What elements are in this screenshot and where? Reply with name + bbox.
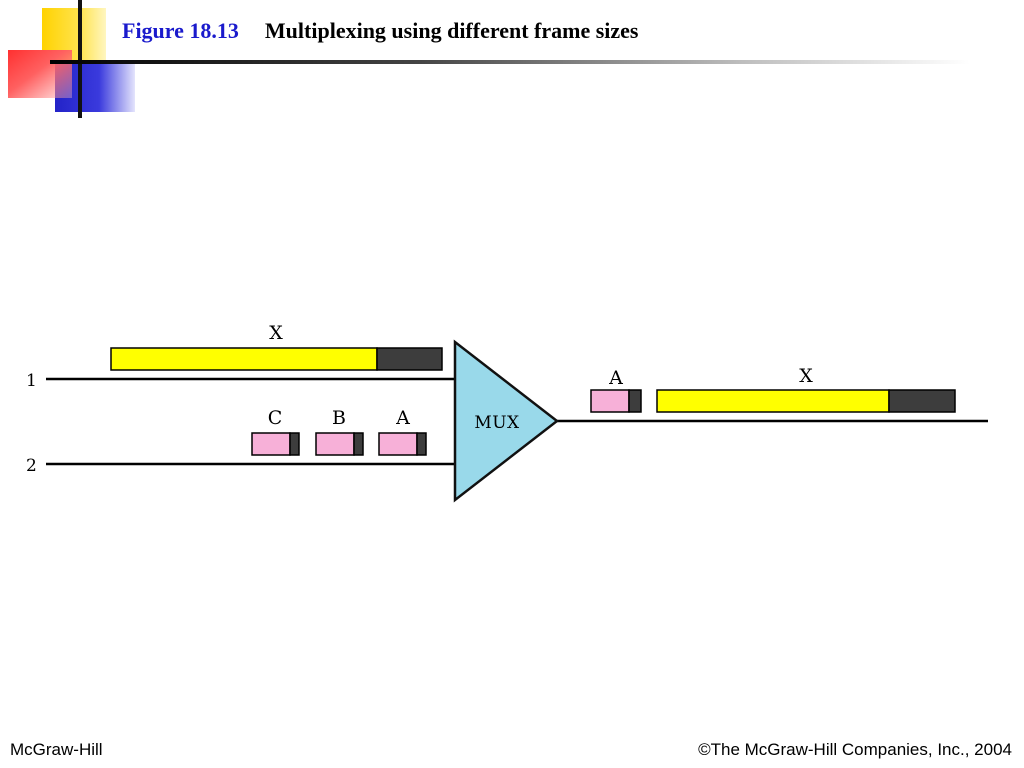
frame-c-payload [251, 432, 291, 456]
frame-x-label: X [269, 322, 283, 344]
frame-x-payload [110, 347, 378, 371]
title-underline [50, 60, 970, 64]
output-frame-a-payload [590, 389, 630, 413]
output-frame-a-header [628, 389, 642, 413]
red-square [8, 50, 72, 98]
frame-c-header [289, 432, 300, 456]
frame-b-label: B [332, 407, 346, 429]
mux-label: MUX [474, 413, 520, 433]
frame-a-header [416, 432, 427, 456]
frame-c-label: C [268, 407, 283, 429]
mux-triangle [453, 339, 560, 503]
input-1-label: 1 [26, 371, 37, 391]
frame-a-payload [378, 432, 418, 456]
output-frame-x-label: X [799, 365, 813, 387]
output-frame-a: A [590, 367, 642, 413]
corner-decoration [0, 0, 140, 120]
input-1-frame-x: X [110, 322, 443, 371]
input-2-frame-a: A [378, 407, 427, 456]
frame-b-payload [315, 432, 355, 456]
output-frame-x-payload [656, 389, 890, 413]
input-2-frame-b: B [315, 407, 364, 456]
figure-number: Figure 18.13 [122, 18, 239, 43]
footer-copyright: ©The McGraw-Hill Companies, Inc., 2004 [698, 740, 1012, 759]
input-2-label: 2 [26, 456, 37, 476]
slide-title: Figure 18.13 Multiplexing using different… [122, 18, 638, 48]
frame-a-label: A [395, 407, 410, 429]
frame-x-header [376, 347, 443, 371]
output-frame-x-header [888, 389, 956, 413]
figure-title: Multiplexing using different frame sizes [264, 18, 639, 43]
output-frame-a-label: A [608, 367, 623, 389]
frame-b-header [353, 432, 364, 456]
vertical-rule [78, 0, 82, 118]
footer-publisher: McGraw-Hill [10, 740, 103, 759]
input-2-frame-c: C [251, 407, 300, 456]
output-frame-x: X [656, 365, 956, 413]
